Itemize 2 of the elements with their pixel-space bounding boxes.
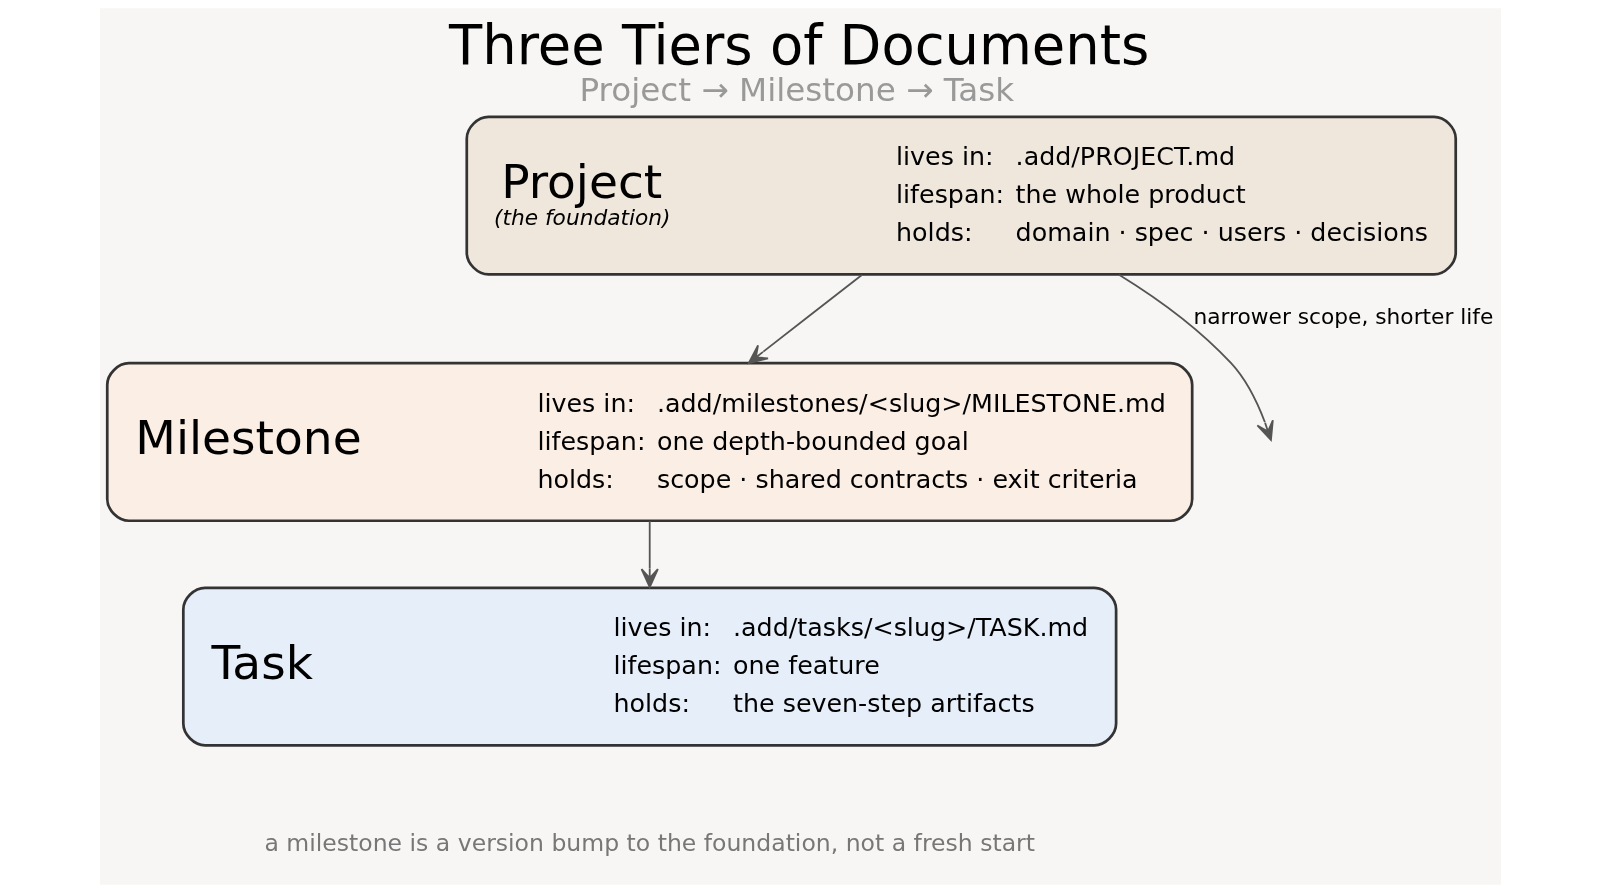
edge-label: narrower scope, shorter life <box>1192 304 1493 330</box>
label: a milestone is a version bump to the foundation, not a fresh start <box>263 829 1035 858</box>
